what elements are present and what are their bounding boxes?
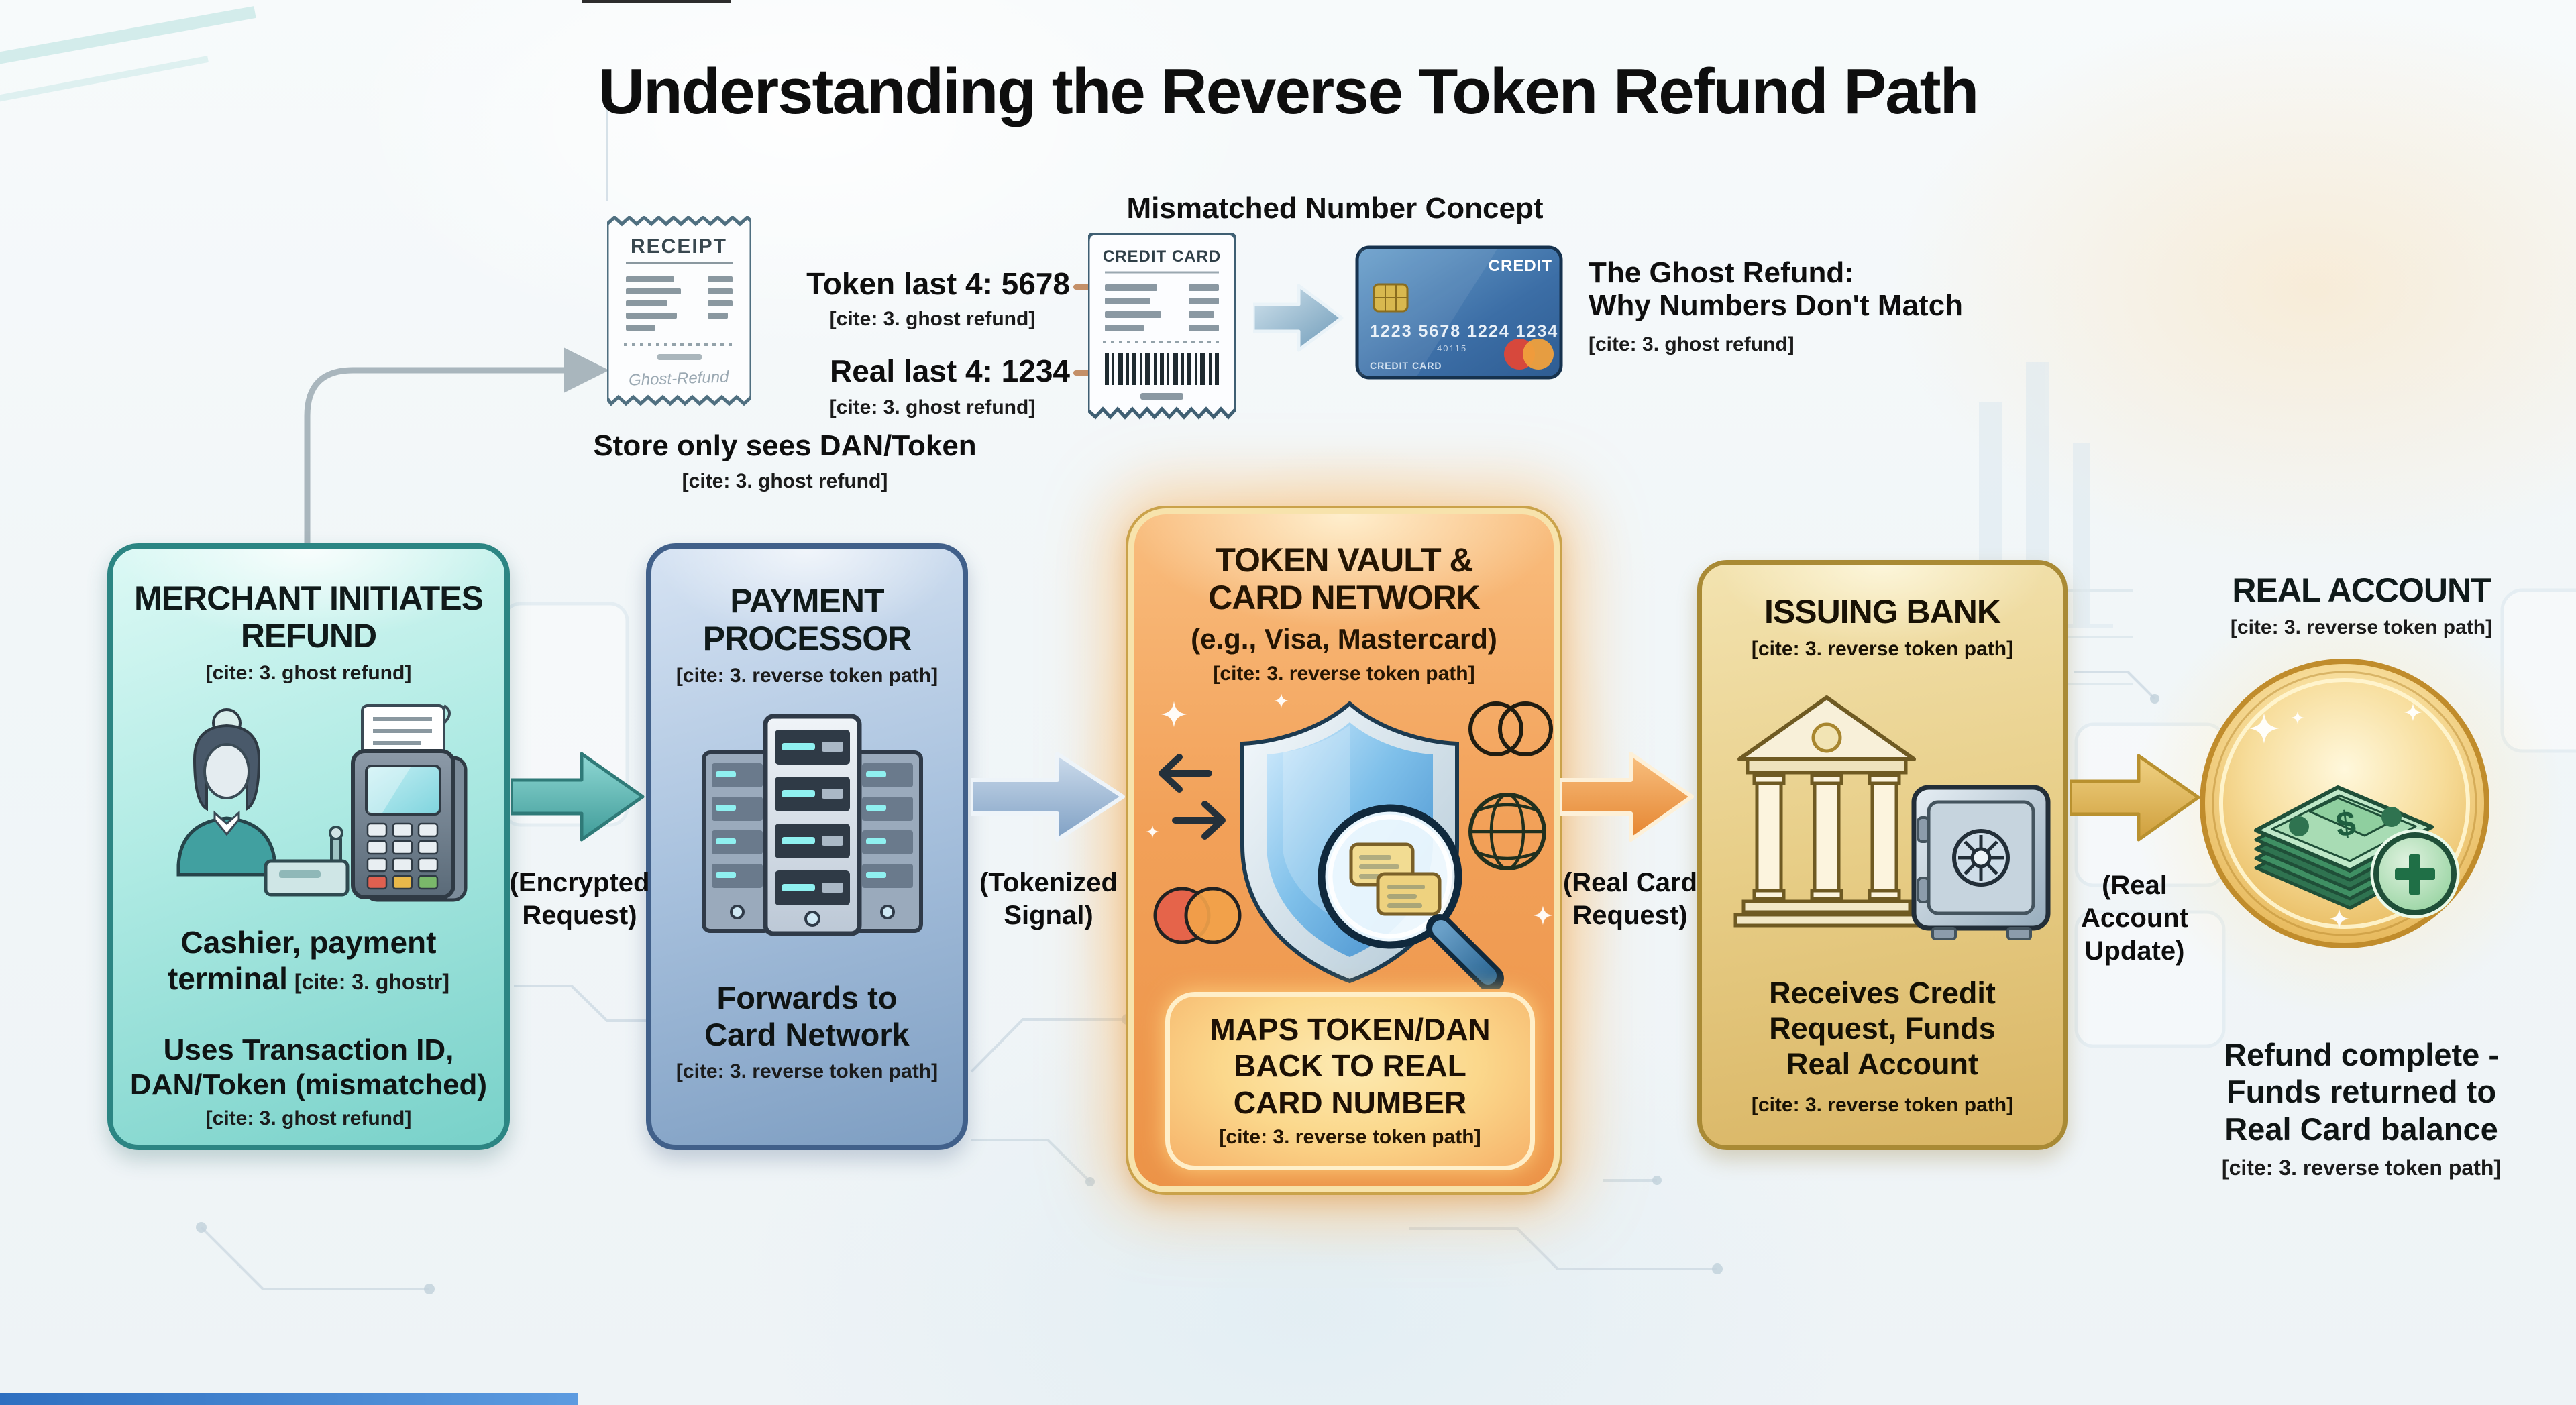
page-title: Understanding the Reverse Token Refund P… [598, 56, 1980, 127]
concept-heading: Mismatched Number Concept [1126, 192, 1544, 225]
token-last4-label: Token last 4: 5678 [806, 266, 1070, 301]
credit-card-icon: CREDIT 1223 5678 1224 1234 40115 CREDIT … [1355, 245, 1563, 380]
arrow-real-account-update [2070, 754, 2200, 842]
arrow3-label: (Real Card Request) [1562, 868, 1698, 930]
vault-cite: [cite: 3. reverse token path] [1213, 663, 1475, 685]
token-last4-cite: [cite: 3. ghost refund] [829, 308, 1036, 330]
bank-body-cite: [cite: 3. reverse token path] [1751, 1094, 2014, 1116]
account-cite: [cite: 3. reverse token path] [2230, 616, 2493, 638]
vault-inner-panel: MAPS TOKEN/DAN BACK TO REAL CARD NUMBER … [1165, 992, 1535, 1170]
merchant-box: MERCHANT INITIATES REFUND [cite: 3. ghos… [107, 543, 510, 1150]
bank-cite: [cite: 3. reverse token path] [1751, 638, 2014, 660]
account-title: REAL ACCOUNT [2232, 571, 2491, 609]
merchant-body2-cite: [cite: 3. ghost refund] [205, 1107, 412, 1129]
arrow-encrypted-request [511, 752, 645, 842]
svg-text:CREDIT CARD: CREDIT CARD [1103, 247, 1221, 266]
svg-text:40115: 40115 [1437, 343, 1467, 353]
card-rings-outline-icon [1468, 701, 1553, 756]
safe-icon [1911, 785, 2051, 940]
svg-text:CREDIT CARD: CREDIT CARD [1370, 360, 1442, 371]
issuing-bank-box: ISSUING BANK [cite: 3. reverse token pat… [1697, 560, 2068, 1150]
processor-body-cite: [cite: 3. reverse token path] [676, 1060, 938, 1082]
server-icon [702, 714, 923, 936]
svg-text:1223 5678 1224 1234: 1223 5678 1224 1234 [1370, 322, 1558, 341]
vault-title: TOKEN VAULT & CARD NETWORK [1208, 541, 1481, 616]
credit-card-doc-icon: CREDIT CARD [1088, 233, 1236, 420]
bank-building-icon [1733, 695, 1920, 928]
merchant-body1-cite: [cite: 3. ghostr] [294, 970, 450, 995]
arrow4-label: (Real Account Update) [2081, 870, 2188, 966]
top-edge-line [582, 0, 731, 3]
vault-body-cite: [cite: 3. reverse token path] [1219, 1126, 1481, 1148]
payment-processor-box: PAYMENT PROCESSOR [cite: 3. reverse toke… [646, 543, 968, 1150]
real-last4-label: Real last 4: 1234 [829, 353, 1070, 388]
card-rings-color-icon [1153, 887, 1242, 944]
ghost-refund-heading: The Ghost Refund: Why Numbers Don't Matc… [1589, 256, 1964, 323]
concept-arrow-icon [1253, 284, 1344, 352]
svg-text:CREDIT: CREDIT [1489, 257, 1552, 275]
shield-magnifier-icon [1146, 694, 1553, 989]
arrow-tokenized-signal [971, 752, 1125, 842]
exchange-arrows-icon [1159, 754, 1226, 840]
store-note: Store only sees DAN/Token [593, 429, 977, 462]
processor-cite: [cite: 3. reverse token path] [676, 665, 938, 687]
svg-text:Ghost-Refund: Ghost-Refund [629, 368, 730, 389]
account-body: Refund complete - Funds returned to Real… [2224, 1037, 2499, 1147]
vault-body: MAPS TOKEN/DAN BACK TO REAL CARD NUMBER [1210, 1012, 1491, 1120]
globe-icon [1468, 793, 1546, 870]
cashier-terminal-icon [176, 704, 468, 902]
bank-body: Receives Credit Request, Funds Real Acco… [1769, 976, 1996, 1082]
account-body-cite: [cite: 3. reverse token path] [2221, 1156, 2502, 1180]
bank-safe-icon [1733, 695, 2051, 940]
merchant-cite: [cite: 3. ghost refund] [205, 662, 412, 684]
ghost-refund-cite: [cite: 3. ghost refund] [1589, 333, 1794, 355]
arrow2-label: (Tokenized Signal) [979, 868, 1118, 930]
bottom-blue-strip [0, 1393, 578, 1405]
arrow1-label: (Encrypted Request) [509, 868, 650, 930]
receipt-icon: RECEIPT Ghost-Refund [607, 216, 751, 406]
coin-icon: $ [2200, 659, 2489, 948]
merchant-title: MERCHANT INITIATES REFUND [134, 579, 484, 655]
merchant-body1-text: Cashier, payment terminal [167, 925, 437, 997]
real-last4-cite: [cite: 3. ghost refund] [829, 396, 1036, 418]
arrow-real-card-request [1560, 752, 1694, 842]
merchant-body2: Uses Transaction ID, DAN/Token (mismatch… [129, 1033, 488, 1101]
vault-subtitle: (e.g., Visa, Mastercard) [1191, 623, 1497, 655]
bank-title: ISSUING BANK [1764, 593, 2001, 630]
merchant-to-receipt-connector [304, 347, 609, 543]
store-note-cite: [cite: 3. ghost refund] [682, 470, 888, 492]
processor-body: Forwards to Card Network [704, 980, 910, 1053]
svg-text:RECEIPT: RECEIPT [631, 235, 727, 258]
token-vault-box: TOKEN VAULT & CARD NETWORK (e.g., Visa, … [1126, 506, 1562, 1195]
processor-title: PAYMENT PROCESSOR [702, 582, 912, 657]
merchant-body1: Cashier, payment terminal[cite: 3. ghost… [140, 924, 478, 997]
